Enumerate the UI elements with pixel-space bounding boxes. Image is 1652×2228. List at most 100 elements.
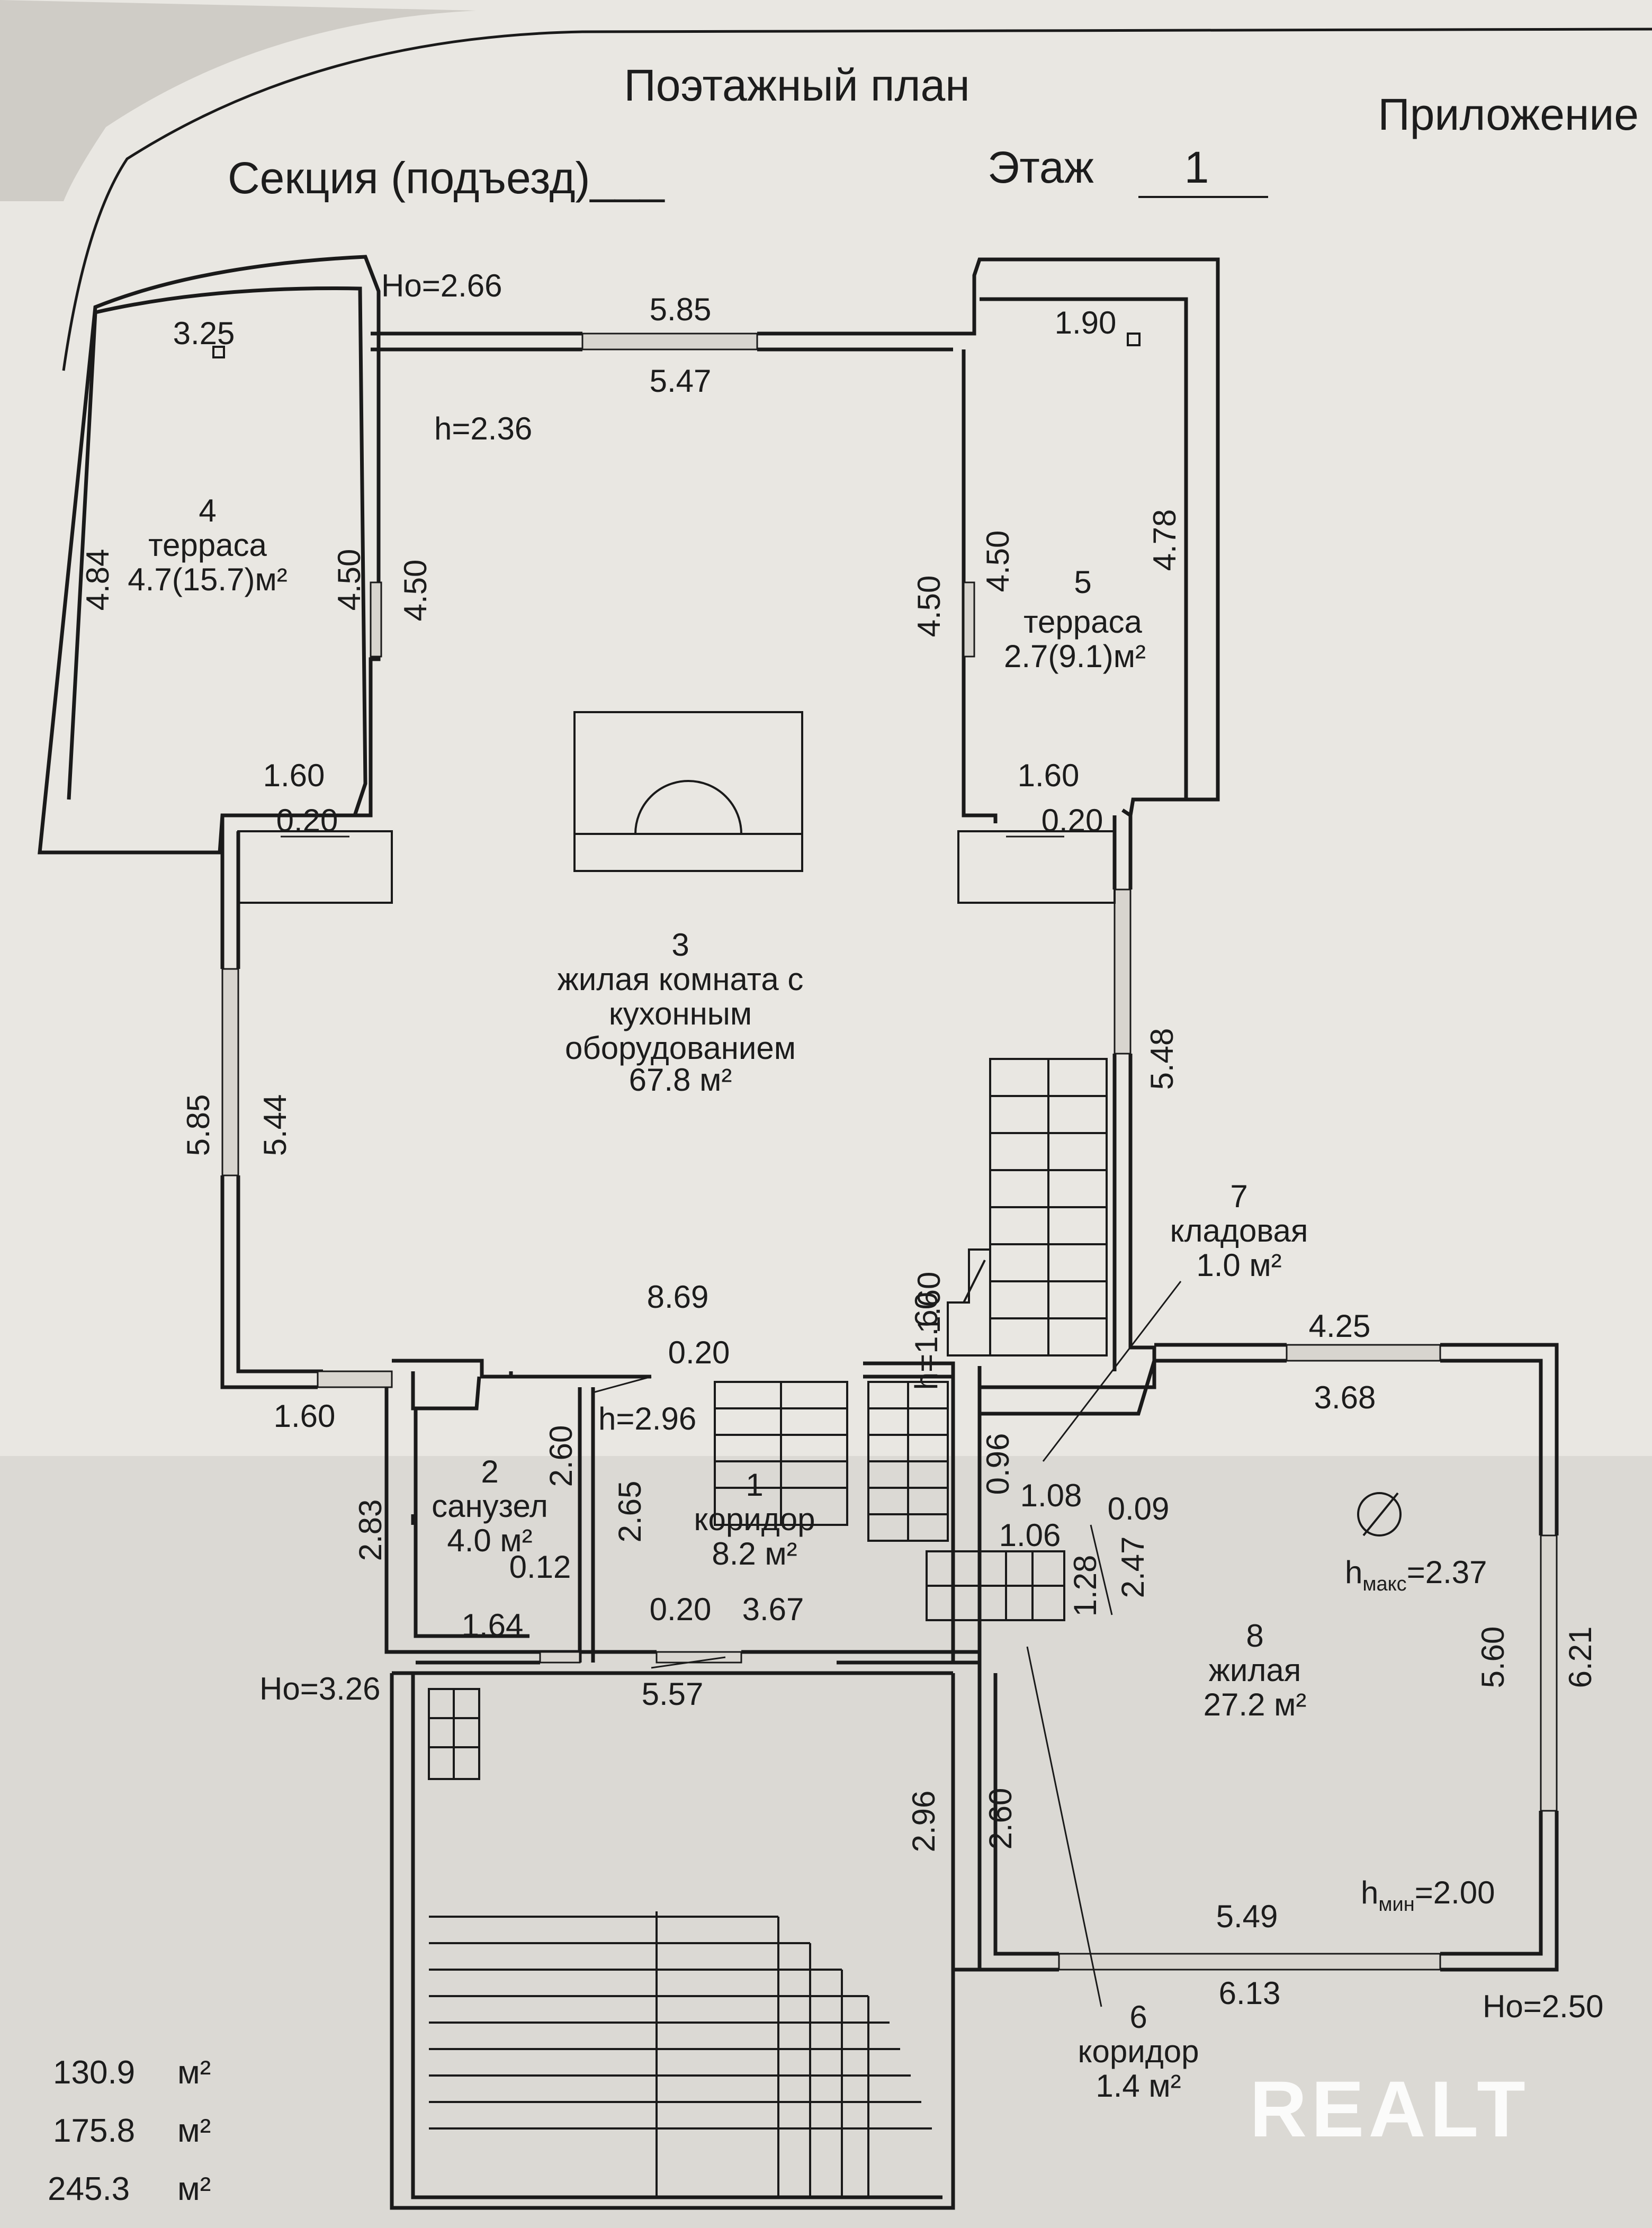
svg-text:1.60: 1.60 (274, 1398, 336, 1434)
svg-text:4.50: 4.50 (331, 549, 367, 611)
fireplace (573, 711, 803, 872)
room-6-name: коридор (1078, 2034, 1199, 2069)
svg-text:1.28: 1.28 (1067, 1555, 1103, 1617)
svg-text:2.96: 2.96 (906, 1791, 941, 1853)
height-labels: Ho=2.66 h=2.36 h=2.96 Ho=3.26 Ho=2.50 hм… (259, 268, 1604, 2024)
room-7-name: кладовая (1170, 1213, 1308, 1248)
svg-text:5.85: 5.85 (650, 292, 712, 327)
svg-text:4.25: 4.25 (1309, 1308, 1371, 1344)
room-3-name-line2: кухонным (609, 996, 752, 1031)
room-3-area: 67.8 м² (629, 1062, 732, 1098)
floor-label: Этаж (987, 142, 1094, 192)
svg-text:2.83: 2.83 (353, 1499, 388, 1561)
svg-text:1.60: 1.60 (263, 758, 325, 793)
room-5-number: 5 (1074, 564, 1091, 600)
fan-icon (1357, 1492, 1402, 1537)
windows (221, 333, 1558, 1971)
svg-text:0.20: 0.20 (668, 1335, 730, 1370)
svg-text:5.48: 5.48 (1144, 1028, 1180, 1090)
svg-text:3.67: 3.67 (742, 1592, 804, 1627)
room-3-number: 3 (671, 927, 689, 963)
total-1-unit: м² (177, 2054, 211, 2091)
ho-top: Ho=2.66 (381, 268, 502, 303)
svg-text:0.09: 0.09 (1108, 1491, 1170, 1526)
svg-text:3.25: 3.25 (173, 316, 235, 351)
shadow-band (0, 1456, 1652, 2228)
room-3-name-line3: оборудованием (565, 1030, 796, 1066)
svg-text:2.65: 2.65 (612, 1481, 648, 1543)
room-2-area: 4.0 м² (447, 1523, 532, 1558)
svg-text:5.85: 5.85 (181, 1094, 216, 1156)
plan-title: Поэтажный план (624, 60, 969, 110)
svg-text:0.12: 0.12 (509, 1549, 571, 1585)
room-6-area: 1.4 м² (1096, 2068, 1181, 2104)
svg-text:6.13: 6.13 (1219, 1975, 1281, 2011)
room-5-name: терраса (1023, 604, 1142, 640)
total-2-value: 175.8 (53, 2113, 135, 2149)
room-2-name: санузел (432, 1488, 548, 1524)
h-main: h=2.36 (434, 411, 532, 446)
section-label: Секция (подъезд)___ (228, 153, 665, 203)
svg-text:4.50: 4.50 (398, 560, 433, 622)
svg-text:0.20: 0.20 (650, 1592, 712, 1627)
room-4-num: 4 (199, 493, 216, 528)
svg-text:0.20: 0.20 (276, 803, 338, 838)
room-6-number: 6 (1129, 1999, 1147, 2035)
total-1-value: 130.9 (53, 2054, 135, 2091)
room-8-name: жилая (1209, 1652, 1301, 1688)
svg-text:2.60: 2.60 (983, 1788, 1018, 1850)
svg-text:h=1.60: h=1.60 (909, 1292, 944, 1390)
svg-text:3.68: 3.68 (1314, 1380, 1376, 1415)
room-3-name-line1: жилая комната с (558, 962, 804, 997)
riser-icon (212, 346, 225, 358)
area-totals: 130.9 м² 175.8 м² 245.3 м² (48, 2054, 211, 2207)
svg-text:2.60: 2.60 (543, 1425, 579, 1487)
ho-right: Ho=2.50 (1483, 1989, 1604, 2024)
svg-text:5.47: 5.47 (650, 363, 712, 399)
svg-text:4.84: 4.84 (80, 549, 115, 611)
total-2-unit: м² (177, 2113, 211, 2149)
svg-text:1.64: 1.64 (462, 1607, 524, 1643)
room-8-area: 27.2 м² (1204, 1687, 1307, 1722)
room-1-number: 1 (746, 1467, 763, 1503)
svg-text:4.78: 4.78 (1147, 509, 1182, 571)
svg-text:1.06: 1.06 (999, 1517, 1061, 1553)
room-4-name: терраса (148, 527, 267, 563)
floor-value: 1 (1184, 142, 1209, 192)
room-4-area: 4.7(15.7)м² (128, 562, 287, 597)
room-1-area: 8.2 м² (712, 1536, 797, 1571)
svg-text:8.69: 8.69 (647, 1279, 709, 1315)
riser-icon (1127, 333, 1141, 346)
svg-text:5.49: 5.49 (1216, 1899, 1278, 1934)
dimension-labels-vertical: 4.84 4.50 4.50 4.50 4.50 4.78 5.85 5.44 … (80, 509, 1598, 1853)
svg-text:1.60: 1.60 (1018, 758, 1080, 793)
ho-left: Ho=3.26 (259, 1671, 381, 1706)
room-1-name: коридор (694, 1502, 815, 1537)
total-3-unit: м² (177, 2171, 211, 2207)
room-2-number: 2 (481, 1454, 498, 1489)
h-min: hмин=2.00 (1361, 1875, 1495, 1916)
svg-text:5.44: 5.44 (257, 1094, 293, 1156)
room-8-number: 8 (1246, 1618, 1263, 1654)
fixtures (212, 333, 1402, 1537)
svg-text:0.20: 0.20 (1042, 803, 1103, 838)
svg-text:1.60: 1.60 (911, 1272, 947, 1334)
room-7-area: 1.0 м² (1196, 1247, 1281, 1283)
svg-text:2.47: 2.47 (1115, 1537, 1151, 1598)
svg-text:5.60: 5.60 (1475, 1627, 1511, 1688)
room-5-area: 2.7(9.1)м² (1004, 639, 1146, 674)
room-7-number: 7 (1230, 1179, 1247, 1214)
appendix-label: Приложение (1378, 89, 1639, 139)
svg-text:0.96: 0.96 (980, 1433, 1016, 1495)
room-labels: терраса 4.7(15.7)м² 4 5 терраса 2.7(9.1)… (128, 493, 1308, 2104)
dimension-labels: 5.85 5.47 3.25 1.90 1.60 0.20 1.60 0.20 … (173, 292, 1376, 2011)
svg-text:5.57: 5.57 (642, 1676, 704, 1712)
leader-lines (281, 836, 1182, 2007)
svg-text:1.90: 1.90 (1055, 305, 1117, 340)
h-corridor: h=2.96 (598, 1401, 696, 1436)
svg-text:1.08: 1.08 (1020, 1478, 1082, 1513)
total-3-value: 245.3 (48, 2171, 130, 2207)
realt-watermark: REALT (1250, 2064, 1530, 2153)
